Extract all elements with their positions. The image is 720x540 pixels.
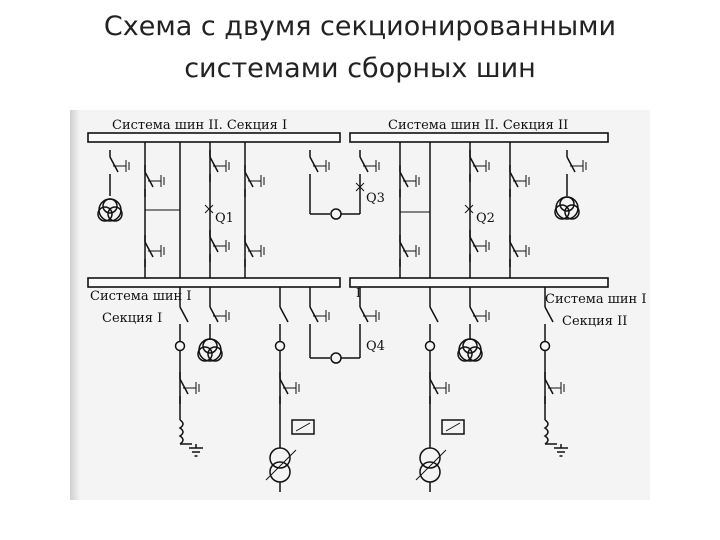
label-bus-2-section-1: Система шин II. Секция I bbox=[112, 118, 287, 133]
lower-disconnectors: I bbox=[179, 286, 554, 333]
voltage-transformer-upper-left-icon bbox=[97, 182, 123, 222]
feeder-right bbox=[543, 332, 569, 457]
bus-system-1-section-1 bbox=[87, 277, 341, 288]
label-bus-1-section-2-line-2: Секция II bbox=[562, 314, 627, 329]
bus-system-2-section-1 bbox=[87, 132, 341, 143]
upper-disconnectors bbox=[109, 149, 587, 268]
voltage-transformer-upper-right-icon bbox=[554, 182, 580, 220]
label-q3: Q3 bbox=[366, 191, 385, 206]
label-bus-1-section-2-line-1: Система шин I bbox=[545, 292, 646, 307]
coupling-breaker-q2: Q2 bbox=[464, 204, 495, 226]
slide-title: Схема с двумя секционированными системам… bbox=[0, 6, 720, 90]
label-bus-2-section-2: Система шин II. Секция II bbox=[388, 118, 568, 133]
feeder-transformer-right bbox=[415, 332, 465, 492]
label-q4: Q4 bbox=[366, 339, 385, 354]
label-bus-1-section-1-line-1: Система шин I bbox=[90, 289, 191, 304]
scan-shadow-edge bbox=[70, 110, 80, 500]
label-q2: Q2 bbox=[476, 211, 495, 226]
voltage-transformer-lower-left-icon bbox=[197, 332, 223, 362]
feeder-transformer-left bbox=[265, 332, 315, 492]
title-line-1: Схема с двумя секционированными bbox=[103, 11, 617, 42]
bus-interconnections bbox=[144, 142, 511, 278]
bus-system-2-section-2 bbox=[349, 132, 609, 143]
current-transformers-icon bbox=[174, 340, 551, 352]
label-q1: Q1 bbox=[215, 211, 234, 226]
label-bus-1-section-1-line-2: Секция I bbox=[102, 311, 162, 326]
sectional-breaker-q4: Q4 bbox=[309, 332, 385, 364]
title-line-2: системами сборных шин bbox=[184, 53, 536, 84]
feeder-left bbox=[178, 332, 204, 457]
label-mark-i: I bbox=[356, 286, 361, 300]
sectional-breaker-q3: Q3 bbox=[309, 182, 385, 220]
coupling-breaker-q1: Q1 bbox=[204, 204, 234, 226]
voltage-transformer-lower-right-icon bbox=[457, 332, 483, 362]
bus-system-1-section-2 bbox=[349, 277, 609, 288]
